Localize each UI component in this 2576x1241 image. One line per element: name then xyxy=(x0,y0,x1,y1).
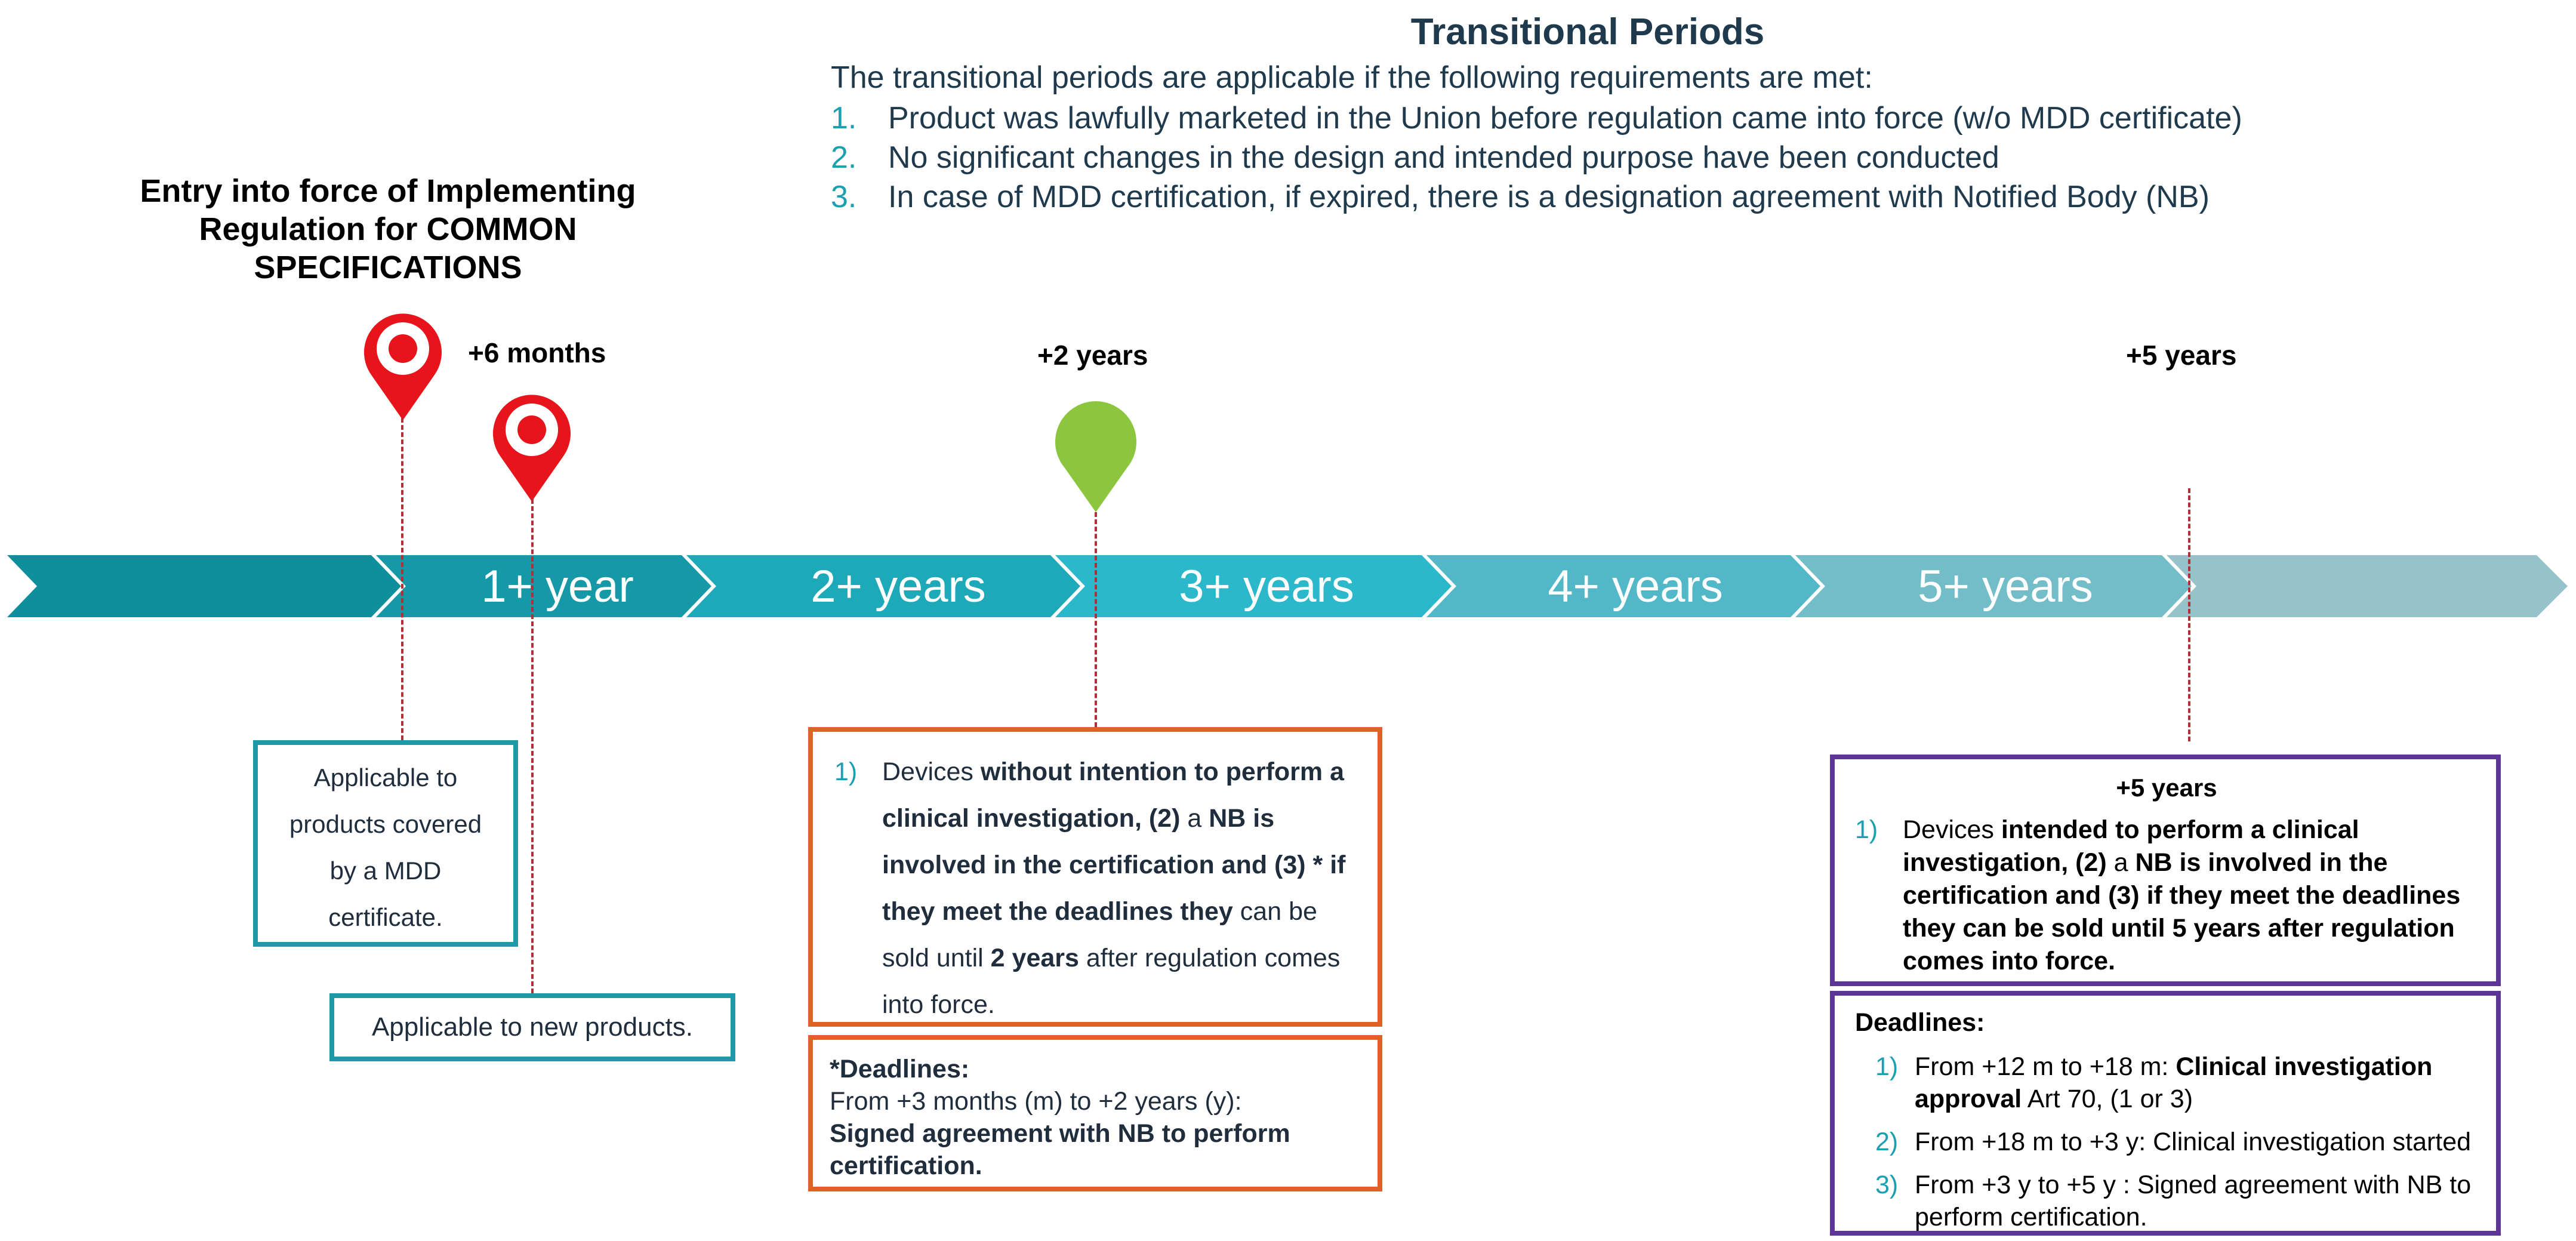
dashed-connector xyxy=(531,499,534,993)
five-years-box: +5 years 1) Devices intended to perform … xyxy=(1830,755,2501,986)
timeline-label: 2+ years xyxy=(811,561,986,612)
box-line: Applicable to xyxy=(313,763,458,792)
dashed-connector xyxy=(401,418,403,740)
list-item: 1) Devices without intention to perform … xyxy=(834,749,1360,1028)
list-text: Devices intended to perform a clinical i… xyxy=(1903,814,2478,978)
location-pin-icon xyxy=(493,395,571,501)
list-number: 3) xyxy=(1875,1171,1899,1199)
timeline-label: 5+ years xyxy=(1918,561,2093,612)
text-run: Devices xyxy=(1903,815,2001,844)
requirement-item: 3. In case of MDD certification, if expir… xyxy=(831,179,2210,215)
entry-into-force-label: Entry into force of Implementing Regulat… xyxy=(90,172,686,287)
list-item: 2) From +18 m to +3 y: Clinical investig… xyxy=(1855,1126,2478,1158)
requirement-number: 1. xyxy=(831,101,857,136)
list-number: 1) xyxy=(1875,1052,1899,1081)
timeline-segment xyxy=(7,555,401,617)
list-number: 1) xyxy=(834,757,858,786)
dashed-connector xyxy=(1095,512,1097,727)
list-text: Devices without intention to perform a c… xyxy=(882,749,1360,1028)
timeline-segment xyxy=(686,555,1080,617)
requirement-item: 2. No significant changes in the design a… xyxy=(831,140,1999,175)
dashed-connector xyxy=(2188,488,2190,741)
deadlines-box: *Deadlines: From +3 months (m) to +2 yea… xyxy=(808,1035,1382,1191)
text-run-bold: 2 years xyxy=(990,944,1079,972)
text-run-bold: NB is involved in the certification and … xyxy=(882,804,1346,926)
deadlines-box-5-years: Deadlines: 1) From +12 m to +18 m: Clini… xyxy=(1830,991,2501,1236)
mdd-certificate-box: Applicable to products covered by a MDD … xyxy=(253,740,518,947)
deadlines-line: From +3 months (m) to +2 years (y): xyxy=(830,1087,1242,1116)
text-run: a xyxy=(1180,804,1209,833)
entry-line: Regulation for COMMON xyxy=(199,211,577,247)
text-run-bold: without intention to perform a clinical … xyxy=(882,757,1344,833)
requirements-intro: The transitional periods are applicable … xyxy=(831,60,1873,95)
requirement-item: 1. Product was lawfully marketed in the U… xyxy=(831,100,2242,136)
text-run: a xyxy=(2106,848,2136,877)
box-line: by a MDD xyxy=(329,857,442,885)
list-text: From +18 m to +3 y: Clinical investigati… xyxy=(1915,1128,2472,1156)
green-pin-icon xyxy=(1055,401,1136,512)
list-number: 1) xyxy=(1855,815,1878,844)
text-run-bold: NB is involved in the certification and … xyxy=(1903,848,2461,975)
text-run: can be sold until xyxy=(882,897,1317,972)
timeline-segment xyxy=(1055,555,1452,617)
entry-line: Entry into force of Implementing xyxy=(140,173,636,209)
timeline-segment xyxy=(1795,555,2192,617)
page-title: Transitional Periods xyxy=(1410,11,1765,53)
text-run: Devices xyxy=(882,757,981,786)
deadlines-title: *Deadlines: xyxy=(830,1055,970,1083)
box-title: +5 years xyxy=(2116,774,2217,802)
list-item: 1) Devices intended to perform a clinica… xyxy=(1855,814,2478,978)
requirement-number: 2. xyxy=(831,140,857,175)
requirement-text: In case of MDD certification, if expired… xyxy=(888,180,2210,214)
requirement-number: 3. xyxy=(831,180,857,214)
deadlines-title: Deadlines: xyxy=(1855,1008,1985,1037)
timeline-label: 4+ years xyxy=(1548,561,1723,612)
text-run: From +12 m to +18 m: xyxy=(1915,1052,2176,1081)
location-pin-icon xyxy=(364,313,442,420)
deadlines-bold: Signed agreement with NB to perform cert… xyxy=(830,1119,1290,1180)
list-text: From +12 m to +18 m: Clinical investigat… xyxy=(1915,1051,2478,1115)
list-text: From +3 y to +5 y : Signed agreement wit… xyxy=(1915,1171,2472,1231)
requirement-text: No significant changes in the design and… xyxy=(888,140,1999,175)
timeline-label: 3+ years xyxy=(1179,561,1354,612)
requirement-text: Product was lawfully marketed in the Uni… xyxy=(888,101,2242,136)
text-run-bold: intended to perform a clinical investiga… xyxy=(1903,815,2359,877)
timeline-arrow: 1+ year 2+ years 3+ years 4+ years 5+ ye… xyxy=(7,555,2568,617)
timeline-label: 1+ year xyxy=(481,561,634,612)
marker-label-2-years: +2 years xyxy=(1037,340,1148,371)
text-run-bold: Clinical investigation approval xyxy=(1915,1052,2433,1113)
two-years-box: 1) Devices without intention to perform … xyxy=(808,727,1382,1027)
timeline-segment xyxy=(2167,555,2568,617)
list-item: 3) From +3 y to +5 y : Signed agreement … xyxy=(1855,1169,2478,1233)
text-run: after regulation comes into force. xyxy=(882,944,1341,1019)
list-number: 2) xyxy=(1875,1128,1899,1156)
box-line: certificate. xyxy=(328,903,443,931)
text-run: Art 70, (1 or 3) xyxy=(2022,1085,2193,1113)
box-line: products covered xyxy=(289,810,482,838)
marker-label-6-months: +6 months xyxy=(468,337,606,368)
entry-line: SPECIFICATIONS xyxy=(254,250,522,285)
list-item: 1) From +12 m to +18 m: Clinical investi… xyxy=(1855,1051,2478,1115)
timeline-segment xyxy=(1426,555,1820,617)
timeline-segment xyxy=(376,555,711,617)
marker-label-5-years: +5 years xyxy=(2126,340,2237,371)
new-products-box: Applicable to new products. xyxy=(329,993,735,1061)
